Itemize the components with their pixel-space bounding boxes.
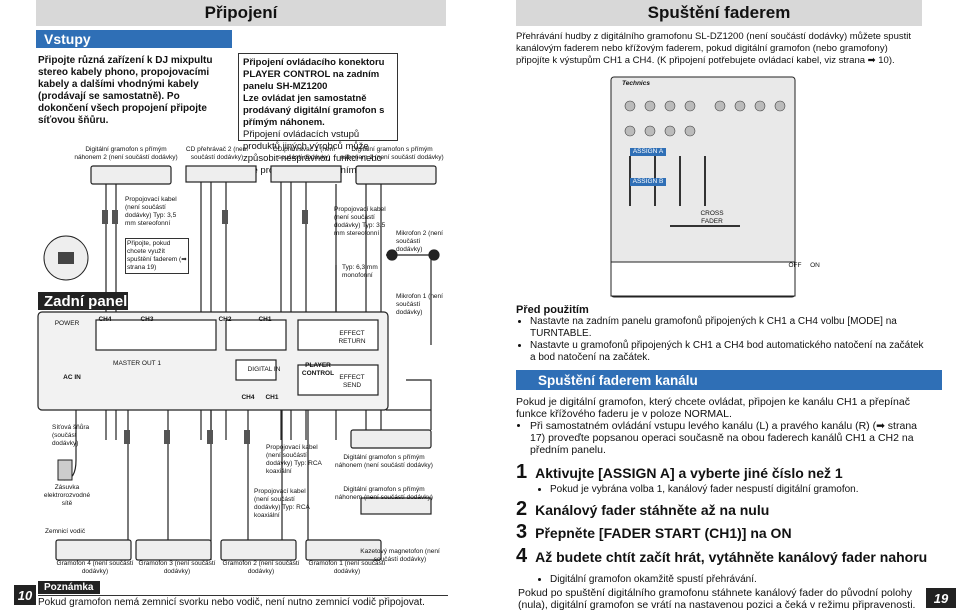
right-page-title: Spuštění faderem	[516, 0, 922, 26]
turntable-1-label: Gramofon 1 (není součástí dodávky)	[304, 560, 390, 576]
step-2-text: Kanálový fader stáhněte až na nulu	[535, 502, 769, 518]
step-1-notes: Pokud je vybrána volba 1, kanálový fader…	[536, 484, 930, 496]
cable-note-2: Propojovací kabel (není součástí dodávky…	[334, 206, 390, 238]
fader-start-on-label: ON	[808, 262, 822, 270]
left-intro: Připojte různá zařízení k DJ mixpultu st…	[38, 55, 226, 127]
rear-label-ch4-bottom: CH4	[238, 394, 258, 402]
inputs-section-bar: Vstupy	[36, 30, 232, 48]
note-label: Poznámka	[38, 581, 100, 594]
before-use-item-2: Nastavte u gramofonů připojených k CH1 a…	[530, 340, 930, 364]
cable-note-1b: Připojte, pokud chcete využít spuštění f…	[125, 238, 189, 274]
step-4-text: Až budete chtít začít hrát, vytáhněte ka…	[535, 549, 927, 565]
cable-note-1: Propojovací kabel (není součástí dodávky…	[125, 196, 183, 228]
step-1-note: Pokud je vybrána volba 1, kanálový fader…	[550, 484, 930, 496]
rear-label-effect-return: EFFECT RETURN	[332, 330, 372, 346]
assign-a-label: ASSIGN A	[630, 148, 666, 156]
channel-fader-intro: Pokud je digitální gramofon, který chcet…	[516, 396, 920, 420]
rear-panel-title: Zadní panel	[38, 292, 128, 310]
step-4: 4 Až budete chtít začít hrát, vytáhněte …	[516, 545, 927, 568]
turntable-4-label: Gramofon 4 (není součástí dodávky)	[54, 560, 136, 576]
step-3-text: Přepněte [FADER START (CH1)] na ON	[535, 525, 791, 541]
right-page-number: 19	[926, 588, 956, 608]
step-4-note: Digitální gramofon okamžitě spustí přehr…	[550, 574, 930, 586]
step-4-notes: Digitální gramofon okamžitě spustí přehr…	[536, 574, 930, 586]
before-use-title: Před použitím	[516, 304, 589, 316]
step-3: 3 Přepněte [FADER START (CH1)] na ON	[516, 521, 792, 544]
rear-label-master-out: MASTER OUT 1	[112, 360, 162, 368]
mixer-front-panel	[610, 76, 796, 298]
rca-cable-note-2: Propojovací kabel (není součástí dodávky…	[254, 488, 318, 520]
rear-label-ch1: CH1	[255, 316, 275, 324]
mixer-brand: Technics	[616, 80, 656, 88]
turntable-4-device	[56, 540, 131, 560]
dd-turntable-label: Digitální gramofon s přímým náhonem (nen…	[334, 454, 434, 470]
power-cord-label: Síťová šňůra (součást dodávky)	[52, 424, 92, 448]
closing-text: Pokud po spuštění digitálního gramofonu …	[518, 587, 918, 611]
assign-b-label: ASSIGN B	[630, 178, 666, 186]
rear-label-ac-in: AC IN	[62, 374, 82, 382]
step-3-number: 3	[516, 521, 527, 544]
warning-box: Připojení ovládacího konektoru PLAYER CO…	[238, 53, 398, 141]
left-page-number: 10	[14, 585, 36, 605]
before-use-item-1: Nastavte na zadním panelu gramofonů přip…	[530, 316, 930, 340]
fader-start-off-label: OFF	[788, 262, 802, 270]
step-4-number: 4	[516, 545, 527, 568]
rca-cable-note-1: Propojovací kabel (není součástí dodávky…	[266, 444, 330, 476]
turntable-2b-device	[221, 540, 296, 560]
step-1-number: 1	[516, 461, 527, 484]
outlet-icon	[58, 460, 72, 480]
step-1: 1 Aktivujte [ASSIGN A] a vyberte jiné čí…	[516, 461, 843, 484]
rear-label-ch2: CH2	[215, 316, 235, 324]
ground-wire-label: Zemnicí vodič	[45, 528, 95, 536]
left-page-title: Připojení	[36, 0, 446, 26]
rear-label-ch1-bottom: CH1	[262, 394, 282, 402]
mic-2-label: Mikrofon 2 (není součástí dodávky)	[396, 230, 444, 254]
rear-label-ch4: CH4	[95, 316, 115, 324]
channel-fader-section-bar: Spuštění faderem kanálu	[516, 370, 942, 390]
mic-type-label: Typ: 6,3 mm monofonní	[342, 264, 390, 280]
mic-1-label: Mikrofon 1 (není součástí dodávky)	[396, 293, 444, 317]
rear-label-effect-send: EFFECT SEND	[332, 374, 372, 390]
step-2-number: 2	[516, 498, 527, 521]
note-text: Pokud gramofon nemá zemnicí svorku nebo …	[38, 595, 448, 608]
warning-line-2: Lze ovládat jen samostatně prodávaný dig…	[243, 93, 393, 129]
channel-fader-list: Při samostatném ovládání vstupu levého k…	[516, 420, 934, 456]
dd-turntable-label-2: Digitální gramofon s přímým náhonem (nen…	[334, 486, 434, 502]
channel-fader-item: Při samostatném ovládání vstupu levého k…	[530, 420, 934, 456]
rear-label-ch3: CH3	[137, 316, 157, 324]
step-2: 2 Kanálový fader stáhněte až na nulu	[516, 498, 769, 521]
turntable-2-device	[91, 166, 171, 184]
turntable-1-device	[356, 166, 436, 184]
turntable-2-label: Gramofon 2 (není součástí dodávky)	[218, 560, 304, 576]
step-1-text: Aktivujte [ASSIGN A] a vyberte jiné čísl…	[535, 465, 843, 481]
right-intro: Přehrávání hudby z digitálního gramofonu…	[516, 31, 924, 67]
cd-player-2-device	[186, 166, 256, 182]
before-use-list: Nastavte na zadním panelu gramofonů přip…	[516, 316, 930, 364]
dd-turntable-device	[351, 430, 431, 448]
rear-label-digital-in: DIGITAL IN	[246, 366, 282, 374]
rear-label-power: POWER	[52, 320, 82, 328]
turntable-3-label: Gramofon 3 (není součástí dodávky)	[136, 560, 218, 576]
turntable-3-device	[136, 540, 211, 560]
warning-title: Připojení ovládacího konektoru PLAYER CO…	[243, 57, 393, 93]
cd-player-1-device	[271, 166, 341, 182]
cross-fader-label: CROSS FADER	[692, 210, 732, 226]
outlet-label: Zásuvka elektrorozvodné sítě	[42, 484, 92, 508]
